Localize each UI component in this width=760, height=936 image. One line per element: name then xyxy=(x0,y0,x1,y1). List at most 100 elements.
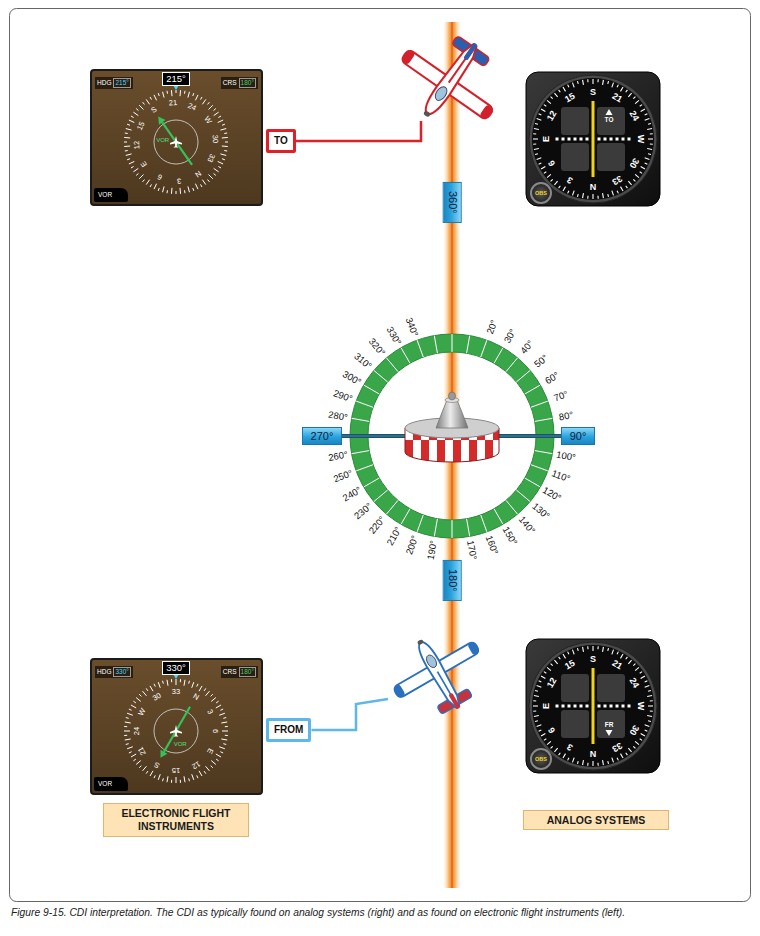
compass-card-label: 15 xyxy=(172,766,180,774)
card-tick xyxy=(621,187,624,191)
course-card-label: W xyxy=(636,702,645,711)
compass-tick xyxy=(214,173,216,175)
compass-tick xyxy=(133,701,135,703)
compass-tick xyxy=(146,688,148,690)
airplane xyxy=(383,14,519,146)
bearing-label: 50° xyxy=(532,353,549,370)
deviation-dot xyxy=(556,705,559,708)
compass-card-label: 12 xyxy=(133,141,141,150)
card-tick xyxy=(563,654,566,658)
compass-tick xyxy=(158,188,159,191)
card-tick xyxy=(551,664,553,666)
card-tick xyxy=(648,690,651,692)
card-tick xyxy=(582,760,584,765)
compass-tick xyxy=(184,190,186,193)
card-tick xyxy=(633,97,635,99)
bearing-label: 110° xyxy=(550,468,571,483)
compass-tick xyxy=(195,95,198,100)
bearing-label: 220° xyxy=(367,514,387,535)
compass-card-label: 3 xyxy=(177,177,182,185)
compass-tick xyxy=(129,709,132,710)
deviation-dot xyxy=(610,705,613,708)
card-tick xyxy=(563,187,566,191)
compass-tick xyxy=(133,759,135,761)
compass-tick xyxy=(139,105,143,109)
bearing-label: 160° xyxy=(484,534,500,556)
card-tick xyxy=(544,105,546,107)
card-tick xyxy=(544,172,546,174)
compass-tick xyxy=(223,743,226,745)
compass-card-label: W xyxy=(137,707,147,717)
card-tick xyxy=(647,148,652,150)
deviation-dot xyxy=(622,138,625,141)
compass-tick xyxy=(222,137,228,139)
card-tick xyxy=(635,667,639,670)
card-tick xyxy=(626,657,628,659)
card-tick xyxy=(628,660,631,664)
deviation-dot xyxy=(580,705,583,708)
card-tick xyxy=(628,93,631,97)
card-tick xyxy=(645,158,650,160)
compass-card-label: W xyxy=(203,115,213,125)
compass-tick xyxy=(184,776,185,782)
compass-tick xyxy=(124,146,130,148)
from-callout: FROM xyxy=(266,718,311,742)
instrument-face xyxy=(532,78,654,200)
bearing-label: 260° xyxy=(327,450,348,463)
card-tick xyxy=(602,760,604,765)
course-card-label: 6 xyxy=(547,158,557,167)
deviation-dot xyxy=(628,138,631,141)
card-tick xyxy=(612,191,614,196)
compass-ring-tick xyxy=(506,500,518,514)
course-card-label: S xyxy=(590,655,596,664)
node-text: TO xyxy=(274,135,288,146)
card-tick xyxy=(587,79,588,82)
deviation-dot xyxy=(562,138,565,141)
compass-tick xyxy=(211,766,213,768)
figure-caption: Figure 9-15. CDI interpretation. The CDI… xyxy=(11,907,751,919)
card-tick xyxy=(572,758,574,763)
compass-tick xyxy=(220,129,226,131)
bearing-label: 240° xyxy=(341,485,363,503)
card-tick xyxy=(592,646,593,651)
card-tick xyxy=(587,646,588,649)
compass-tick xyxy=(131,705,136,708)
compass-tick xyxy=(214,109,216,111)
cdi-needle xyxy=(592,668,595,744)
deviation-dot xyxy=(604,138,607,141)
card-tick xyxy=(597,763,598,766)
compass-tick xyxy=(220,709,223,710)
compass-tick xyxy=(192,682,194,688)
compass-tick xyxy=(218,116,221,118)
compass-card-label: S xyxy=(149,106,157,115)
card-tick xyxy=(572,83,574,88)
card-tick xyxy=(592,194,593,199)
compass-tick xyxy=(193,188,194,191)
hdg-readout: HDG215° xyxy=(95,77,133,88)
leader-line xyxy=(296,121,421,141)
deviation-dot xyxy=(568,138,571,141)
deviation-dot xyxy=(622,705,625,708)
face-quadrant xyxy=(561,107,589,135)
bearing-label: 190° xyxy=(425,540,438,561)
node-text: 180° xyxy=(239,667,256,676)
deviation-dot xyxy=(562,705,565,708)
compass-tick xyxy=(129,752,132,753)
card-tick xyxy=(612,758,614,763)
to-from-flag: FR xyxy=(605,722,614,729)
compass-ring-tick xyxy=(386,500,398,514)
course-card-label: 15 xyxy=(563,659,576,672)
card-tick xyxy=(559,186,561,188)
card-tick xyxy=(554,93,557,97)
card-tick xyxy=(633,746,635,748)
compass-tick xyxy=(176,679,177,685)
face-quadrant xyxy=(597,107,625,135)
card-tick xyxy=(547,100,551,103)
compass-tick xyxy=(125,132,128,134)
card-tick xyxy=(582,193,584,198)
course-card-label: S xyxy=(590,88,596,97)
compass-card-label: 21 xyxy=(137,745,148,756)
compass-tick xyxy=(129,120,134,123)
compass-tick xyxy=(162,778,164,781)
compass-tick xyxy=(139,694,141,696)
